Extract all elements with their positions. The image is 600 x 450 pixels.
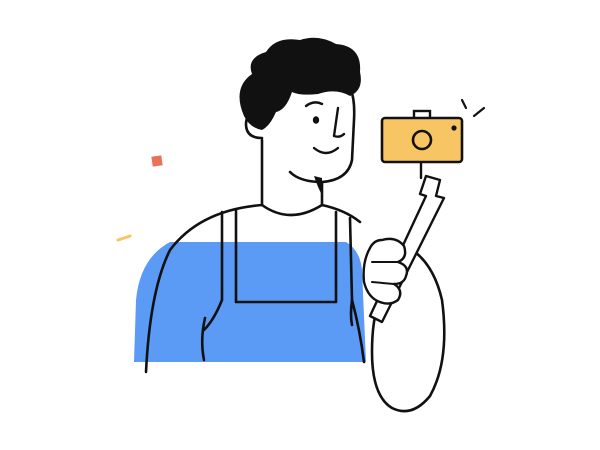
torso-right-outline — [320, 203, 362, 224]
torso-left-outline — [144, 203, 264, 374]
eyebrow — [304, 101, 324, 108]
confetti-square — [151, 155, 163, 167]
head — [239, 37, 361, 195]
torso-right-side — [350, 298, 366, 364]
flash-spark-2 — [472, 106, 486, 118]
smile — [312, 146, 340, 155]
eye — [312, 116, 320, 124]
hair — [239, 37, 361, 130]
overalls-strap-left — [202, 210, 224, 332]
neck-outline — [260, 138, 324, 217]
camera-flash-dot — [451, 125, 457, 131]
nose — [332, 106, 346, 138]
hand — [362, 237, 409, 305]
camera-lens — [411, 129, 433, 151]
camera-icon — [380, 98, 486, 164]
neck-shadow — [314, 176, 322, 195]
overalls-bib — [234, 208, 338, 304]
flash-spark-1 — [460, 98, 468, 110]
finger-lines — [371, 261, 399, 285]
confetti-dash — [116, 234, 132, 242]
left-arm-inner-line — [200, 316, 207, 362]
overalls-strap-right — [348, 216, 354, 327]
